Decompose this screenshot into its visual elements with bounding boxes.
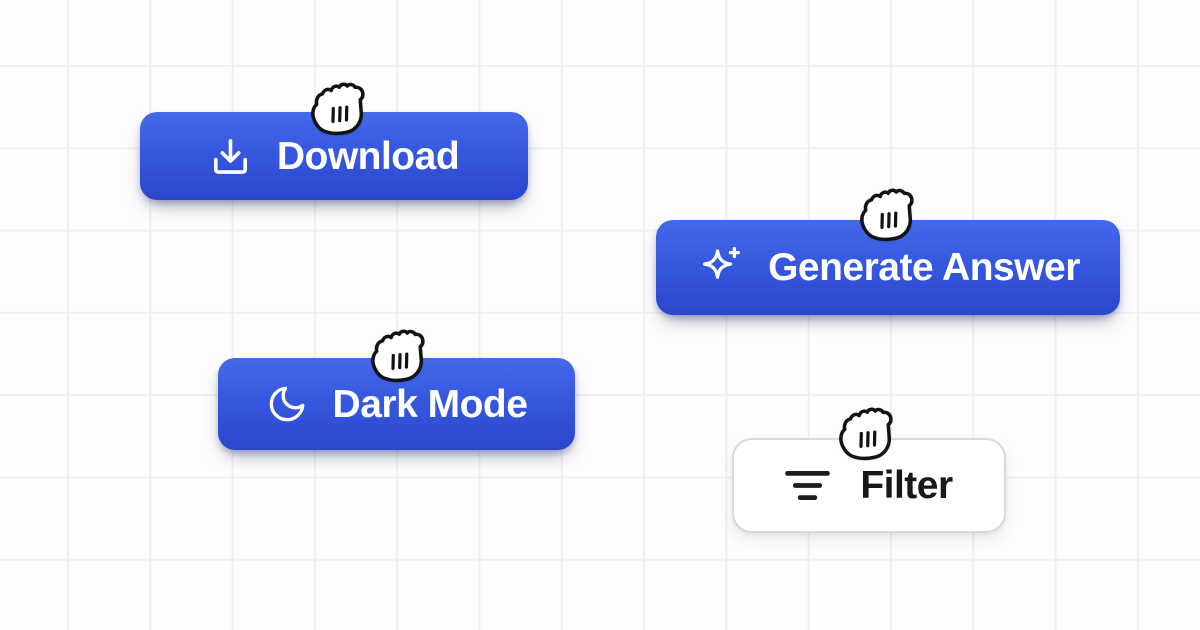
- filter-button-label: Filter: [860, 464, 953, 507]
- dark-mode-button[interactable]: Dark Mode: [218, 358, 575, 450]
- moon-icon: [266, 383, 308, 425]
- download-button-label: Download: [276, 134, 460, 178]
- sparkle-plus-icon: [696, 244, 743, 291]
- filter-button[interactable]: Filter: [732, 438, 1006, 533]
- dark-mode-button-label: Dark Mode: [332, 382, 528, 426]
- generate-answer-button-label: Generate Answer: [768, 246, 1080, 289]
- generate-answer-button[interactable]: Generate Answer: [656, 220, 1120, 315]
- filter-icon: [785, 469, 831, 502]
- download-button[interactable]: Download: [140, 112, 528, 200]
- download-icon: [209, 135, 252, 178]
